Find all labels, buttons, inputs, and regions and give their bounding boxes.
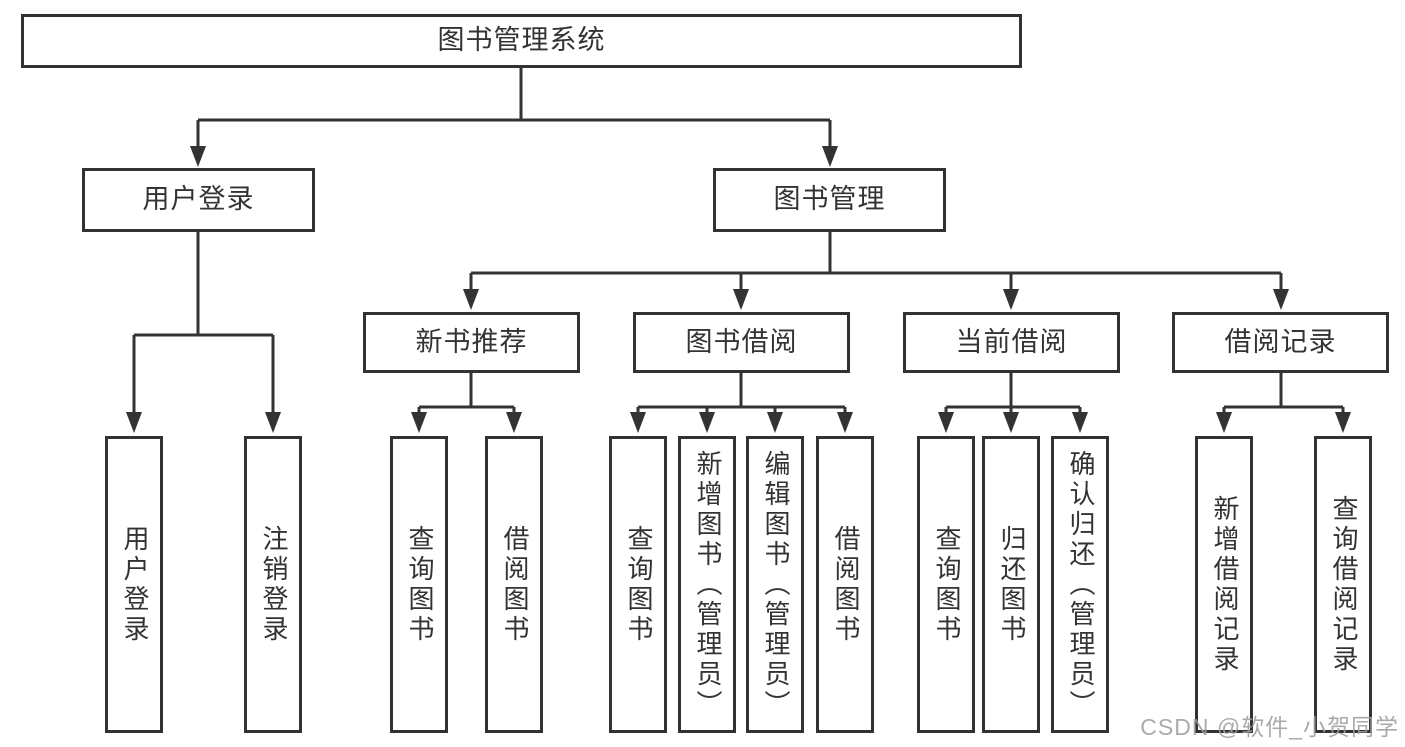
node-library-system: 图书管理系统: [21, 14, 1022, 68]
arrowhead-icon: [837, 412, 853, 433]
leaf-query-books-1: 查询图书: [390, 436, 448, 733]
leaf-return-books: 归还图书: [982, 436, 1040, 733]
node-book-borrowing: 图书借阅: [633, 312, 850, 373]
arrowhead-icon: [938, 412, 954, 433]
arrowhead-icon: [630, 412, 646, 433]
arrowhead-icon: [190, 146, 206, 167]
leaf-logout-login: 注销登录: [244, 436, 302, 733]
connector-new-book-rec-branch: [417, 373, 516, 416]
connector-root-to-level2: [196, 68, 832, 150]
arrowhead-icon: [733, 289, 749, 310]
connector-borrow-records-branch: [1222, 373, 1345, 416]
arrowhead-icon: [506, 412, 522, 433]
leaf-query-books-3: 查询图书: [917, 436, 975, 733]
arrowhead-icon: [1003, 289, 1019, 310]
node-book-management: 图书管理: [713, 168, 946, 232]
arrowhead-icon: [411, 412, 427, 433]
connector-book-mgmt-branch: [469, 232, 1283, 293]
csdn-watermark: CSDN @软件_小贺同学: [1140, 714, 1399, 740]
arrowhead-icon: [1003, 412, 1019, 433]
arrowhead-icon: [767, 412, 783, 433]
leaf-add-borrow-record: 新增借阅记录: [1195, 436, 1253, 733]
node-new-book-recommend: 新书推荐: [363, 312, 580, 373]
leaf-confirm-return-admin: 确认归还（管理员）: [1051, 436, 1109, 733]
arrowheads: [126, 146, 1351, 433]
arrowhead-icon: [463, 289, 479, 310]
arrowhead-icon: [1273, 289, 1289, 310]
node-borrowing-records: 借阅记录: [1172, 312, 1389, 373]
arrowhead-icon: [265, 412, 281, 433]
arrowhead-icon: [126, 412, 142, 433]
arrowhead-icon: [1216, 412, 1232, 433]
leaf-query-books-2: 查询图书: [609, 436, 667, 733]
connector-book-borrow-branch: [636, 373, 847, 416]
node-current-borrowing: 当前借阅: [903, 312, 1120, 373]
leaf-query-borrow-record: 查询借阅记录: [1314, 436, 1372, 733]
node-user-login: 用户登录: [82, 168, 315, 232]
leaf-user-login: 用户登录: [105, 436, 163, 733]
connector-user-login-branch: [132, 232, 275, 416]
leaf-borrow-books-2: 借阅图书: [816, 436, 874, 733]
arrowhead-icon: [822, 146, 838, 167]
arrowhead-icon: [699, 412, 715, 433]
arrowhead-icon: [1335, 412, 1351, 433]
connector-current-borrow-branch: [944, 373, 1082, 416]
arrowhead-icon: [1072, 412, 1088, 433]
leaf-borrow-books-1: 借阅图书: [485, 436, 543, 733]
leaf-add-books-admin: 新增图书（管理员）: [678, 436, 736, 733]
leaf-edit-books-admin: 编辑图书（管理员）: [746, 436, 804, 733]
